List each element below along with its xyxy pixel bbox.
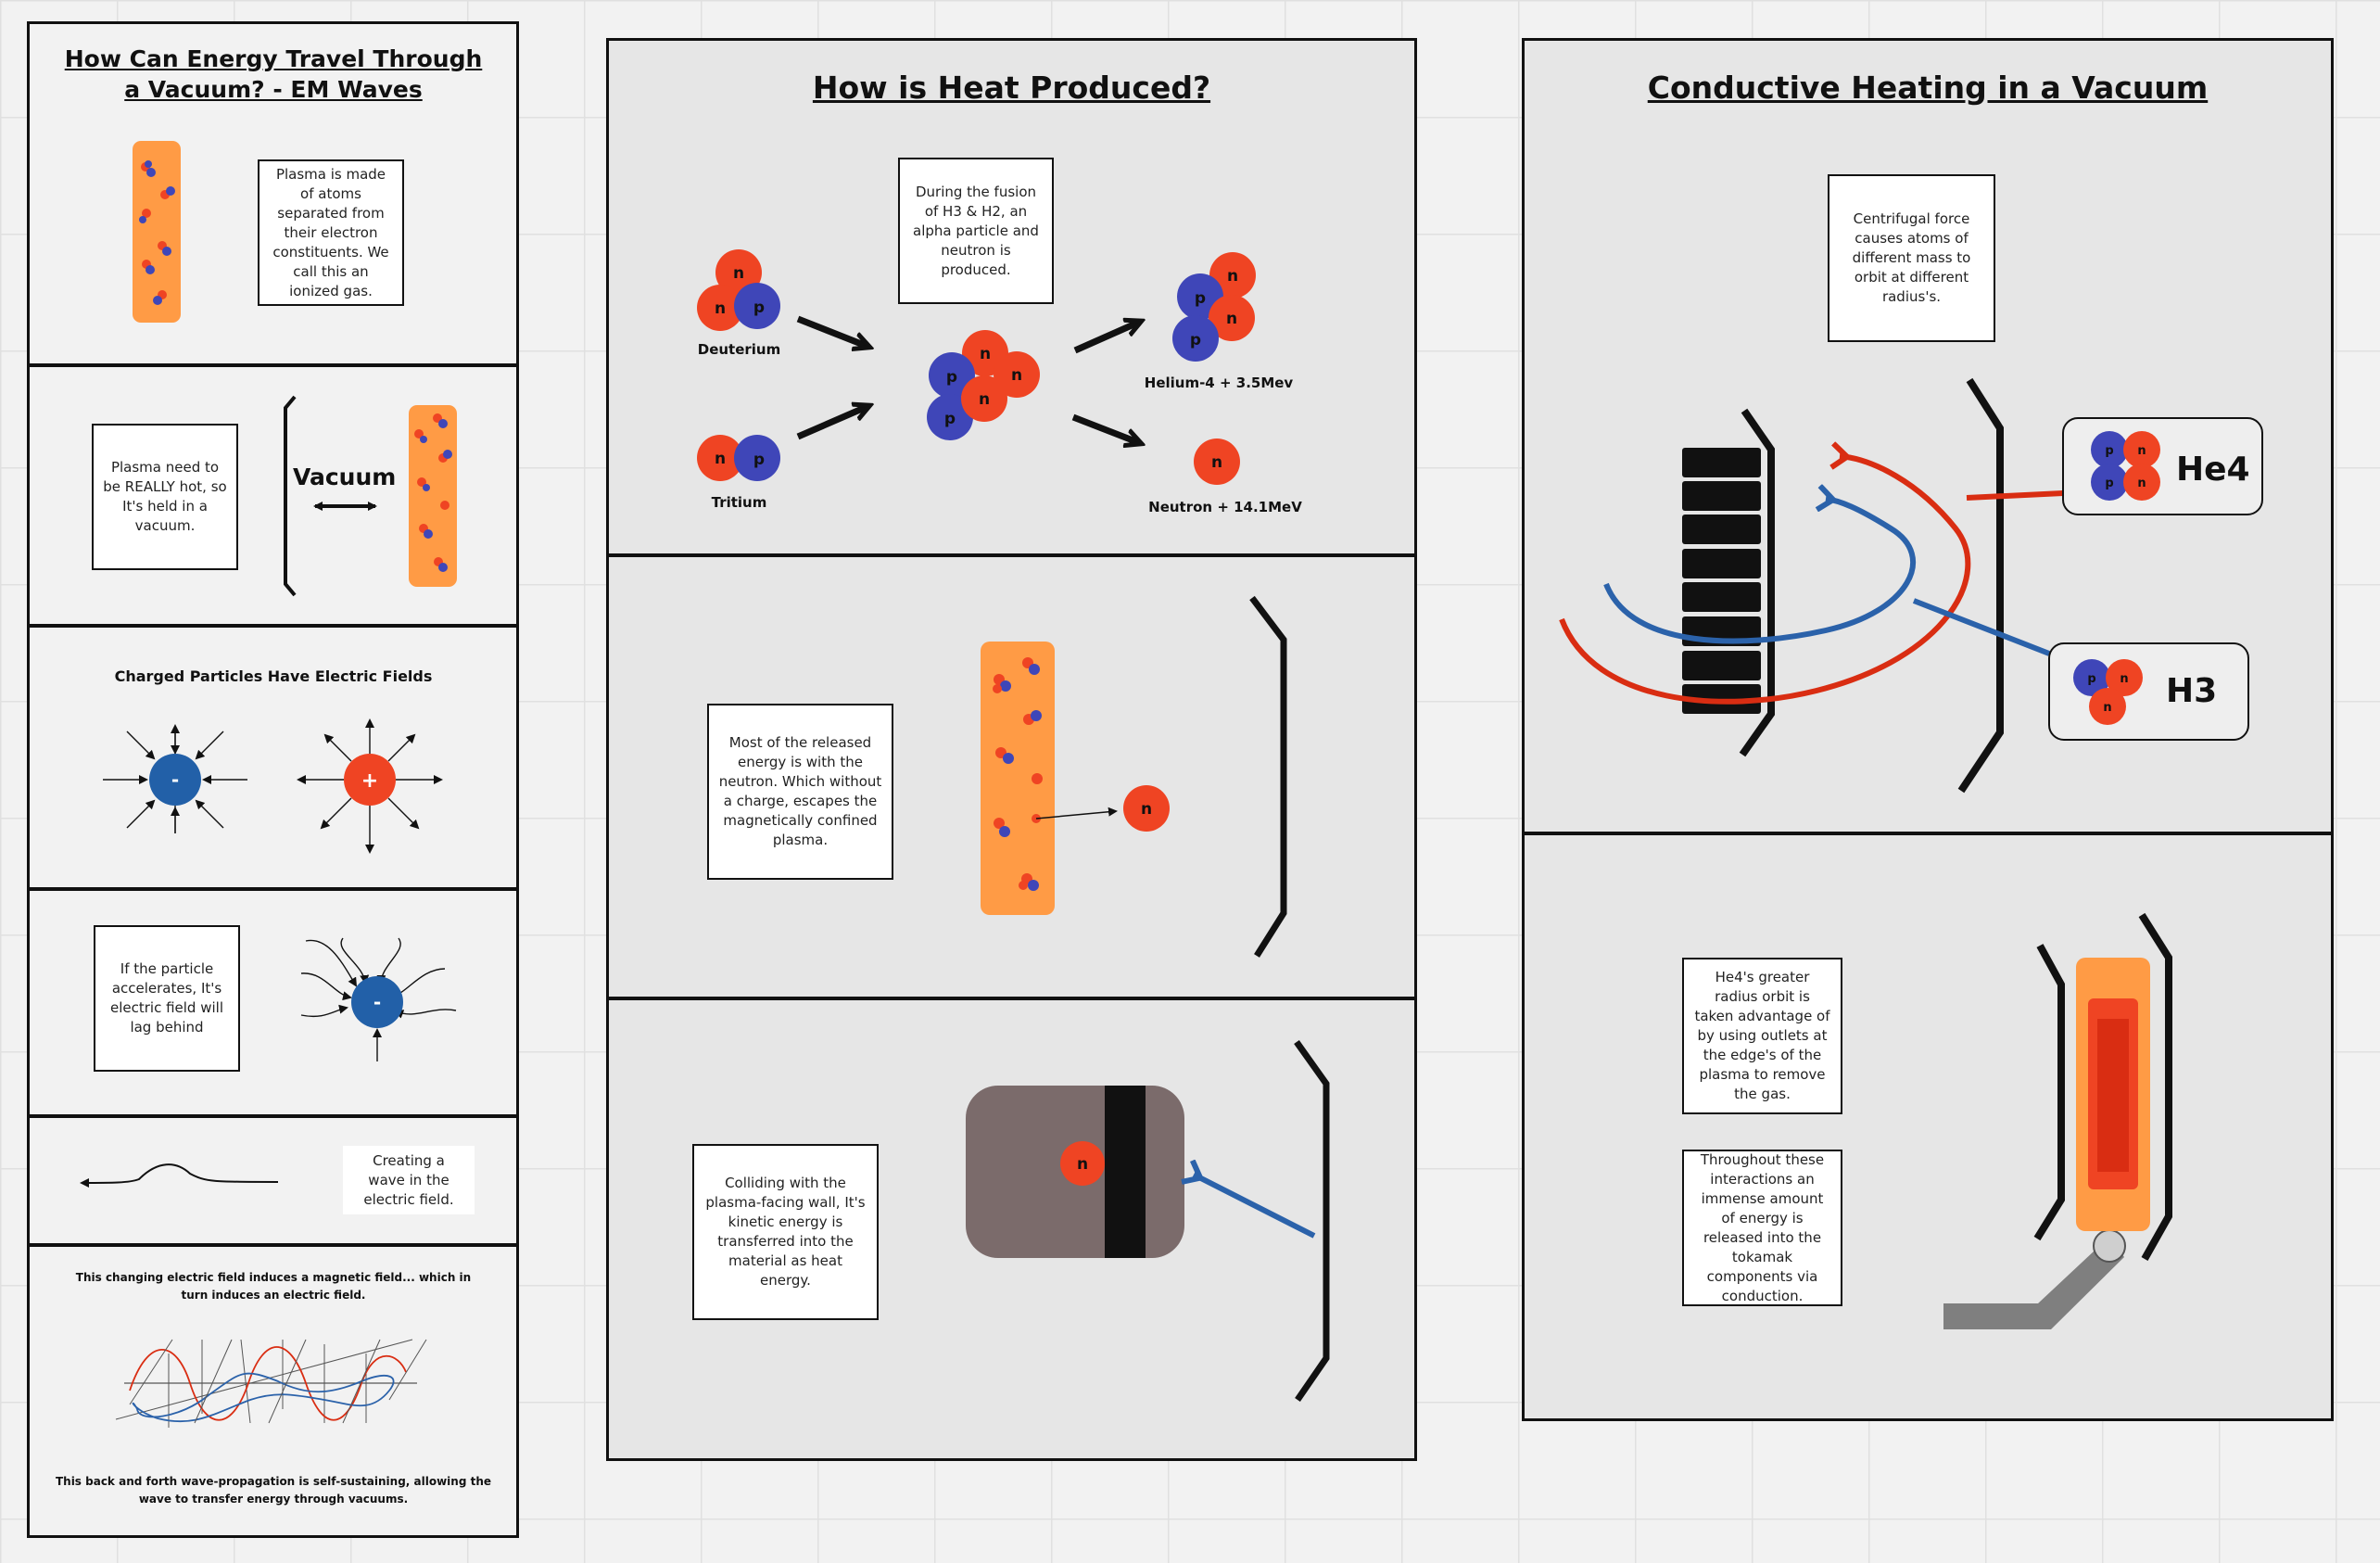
compound-nucleus-icon	[927, 330, 1040, 440]
em-waves-title: How Can Energy Travel Through a Vacuum? …	[56, 44, 491, 105]
propagation-text: This back and forth wave-propagation is …	[55, 1475, 492, 1506]
he4-pointer	[1966, 490, 2064, 501]
plasma-column-icon	[981, 642, 1055, 915]
fields-heading: Charged Particles Have Electric Fields	[114, 667, 433, 685]
conduction-note[interactable]: Throughout these interactions an immense…	[1682, 1150, 1842, 1306]
divertor-stack-icon	[1682, 448, 1761, 714]
negative-charge-field-icon	[103, 724, 247, 833]
neutron-particle-icon	[1060, 1141, 1105, 1186]
escape-note[interactable]: Most of the released energy is with the …	[707, 704, 893, 880]
vessel-wall	[1294, 1039, 1330, 1402]
plasma-facing-wall-icon	[966, 1086, 1184, 1258]
neutron-particle-icon	[1194, 438, 1240, 485]
conductive-heating-title: Conductive Heating in a Vacuum	[1647, 70, 2209, 106]
divider	[606, 997, 1417, 1000]
vessel-wall	[1957, 377, 2004, 794]
induction-text: This changing electric field induces a m…	[75, 1271, 472, 1302]
em-wave-icon	[115, 1339, 427, 1428]
wave-pulse-icon	[80, 1163, 279, 1188]
divider	[27, 1114, 519, 1118]
h3-orbit-path	[1603, 499, 1917, 644]
plasma-column-icon	[2076, 958, 2150, 1231]
plasma-column-icon	[133, 141, 181, 323]
divider	[27, 887, 519, 891]
wave-note[interactable]: Creating a wave in the electric field.	[343, 1146, 475, 1214]
heat-production-title: How is Heat Produced?	[812, 70, 1211, 106]
divider	[1522, 832, 2334, 835]
fusion-note[interactable]: During the fusion of H3 & H2, an alpha p…	[898, 158, 1054, 304]
helium-label: Helium-4 + 3.5Mev	[1144, 375, 1294, 391]
vacuum-note[interactable]: Plasma need to be REALLY hot, so It's he…	[92, 424, 238, 570]
outlet-note[interactable]: He4's greater radius orbit is taken adva…	[1682, 958, 1842, 1114]
neutron-particle-icon	[1123, 785, 1170, 832]
negative-sign: -	[171, 769, 179, 791]
gas-outlet-pipe-icon	[1943, 1229, 2126, 1329]
vessel-wall	[1739, 408, 1775, 757]
h3-card[interactable]	[2048, 642, 2249, 741]
divider	[27, 624, 519, 628]
vessel-wall	[2138, 912, 2172, 1261]
deuterium-nucleus-icon	[697, 249, 780, 331]
h3-nucleus-icon	[2073, 659, 2143, 725]
he4-label: He4	[2176, 451, 2250, 489]
deuterium-label: Deuterium	[697, 341, 781, 358]
vessel-wall	[2033, 944, 2065, 1241]
divider	[27, 363, 519, 367]
vacuum-label: Vacuum	[293, 464, 397, 490]
neutron-impact-arrow	[1194, 1175, 1316, 1239]
h3-pointer	[1912, 598, 2051, 656]
h3-label: H3	[2166, 672, 2217, 710]
tritium-label: Tritium	[711, 494, 767, 511]
fusion-arrows	[796, 315, 1140, 443]
accel-note[interactable]: If the particle accelerates, It's electr…	[94, 925, 240, 1072]
escape-arrow	[1035, 807, 1118, 820]
vessel-wall	[284, 395, 297, 597]
wall-note[interactable]: Colliding with the plasma-facing wall, I…	[692, 1144, 879, 1320]
title-line: a Vacuum? - EM Waves	[124, 75, 423, 103]
centrifugal-note[interactable]: Centrifugal force causes atoms of differ…	[1828, 174, 1995, 342]
he4-orbit-path	[1559, 456, 1971, 705]
plasma-column-icon	[409, 405, 457, 587]
lagging-field-icon	[300, 937, 457, 1061]
divider	[27, 1243, 519, 1247]
positive-sign: +	[361, 769, 378, 793]
vessel-wall	[1249, 595, 1287, 958]
divider	[606, 553, 1417, 557]
neutron-label: Neutron + 14.1MeV	[1148, 499, 1302, 515]
tritium-nucleus-icon	[697, 435, 780, 481]
helium-nucleus-icon	[1172, 252, 1256, 362]
plasma-note[interactable]: Plasma is made of atoms separated from t…	[258, 159, 404, 306]
he4-nucleus-icon	[2091, 431, 2160, 501]
accel-sign: -	[373, 991, 381, 1013]
title-line: How Can Energy Travel Through	[64, 45, 483, 72]
positive-charge-field-icon	[297, 718, 443, 854]
